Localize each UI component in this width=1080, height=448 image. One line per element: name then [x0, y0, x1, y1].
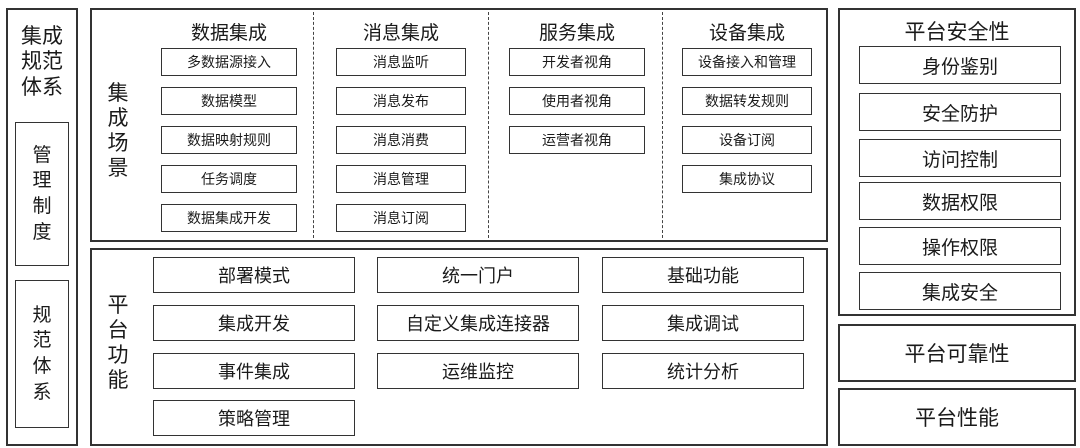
platform-reliability-panel: 平台可靠性 — [838, 324, 1076, 382]
char: 成 — [107, 105, 129, 130]
scene-item: 运营者视角 — [509, 126, 645, 154]
scene-item: 数据映射规则 — [161, 126, 297, 154]
platform-item: 自定义集成连接器 — [377, 305, 579, 341]
management-system-box: 管 理 制 度 — [15, 122, 69, 266]
security-item: 访问控制 — [859, 139, 1061, 177]
scene-item: 消息消费 — [336, 126, 466, 154]
device-integration-heading: 设备集成 — [708, 22, 785, 44]
platform-item: 策略管理 — [153, 400, 355, 436]
service-integration-heading: 服务集成 — [538, 22, 615, 44]
security-item: 身份鉴别 — [859, 46, 1061, 84]
scene-item: 开发者视角 — [509, 48, 645, 76]
integration-scenes-label: 集 成 场 景 — [98, 72, 138, 190]
security-item: 集成安全 — [859, 272, 1061, 310]
char: 能 — [107, 368, 129, 393]
integration-spec-system-panel: 集成 规范 体系 管 理 制 度 规 范 体 系 — [6, 8, 78, 446]
platform-item: 事件集成 — [153, 353, 355, 389]
security-item: 数据权限 — [859, 182, 1061, 220]
security-item: 安全防护 — [859, 93, 1061, 131]
scene-item: 集成协议 — [682, 165, 812, 193]
char: 管 — [32, 143, 52, 166]
char: 理 — [32, 169, 52, 192]
platform-item: 运维监控 — [377, 353, 579, 389]
platform-functions-label: 平 台 功 能 — [98, 284, 138, 402]
platform-item: 统一门户 — [377, 257, 579, 293]
scene-item: 数据集成开发 — [161, 204, 297, 232]
char: 范 — [32, 329, 52, 352]
data-integration-heading: 数据集成 — [190, 22, 267, 44]
char: 规 — [32, 303, 52, 326]
scene-item: 任务调度 — [161, 165, 297, 193]
char: 景 — [107, 156, 129, 181]
char: 体 — [32, 355, 52, 377]
platform-item: 部署模式 — [153, 257, 355, 293]
char: 度 — [32, 220, 52, 243]
char: 集 — [107, 80, 129, 105]
char: 台 — [107, 317, 129, 342]
platform-item: 统计分析 — [602, 353, 804, 389]
scene-item: 数据转发规则 — [682, 87, 812, 115]
column-divider — [662, 12, 663, 238]
column-divider — [488, 12, 489, 238]
scene-item: 数据模型 — [161, 87, 297, 115]
char: 场 — [107, 131, 129, 155]
scene-item: 消息发布 — [336, 87, 466, 115]
platform-item: 集成开发 — [153, 305, 355, 341]
message-integration-heading: 消息集成 — [362, 22, 439, 44]
title-line: 集成 — [21, 24, 63, 49]
platform-item: 基础功能 — [602, 257, 804, 293]
scene-item: 消息订阅 — [336, 204, 466, 232]
scene-item: 消息管理 — [336, 165, 466, 193]
security-item: 操作权限 — [859, 227, 1061, 265]
title-line: 体系 — [21, 74, 63, 99]
platform-item: 集成调试 — [602, 305, 804, 341]
scene-item: 设备订阅 — [682, 126, 812, 154]
platform-functions-panel: 平 台 功 能 部署模式 统一门户 基础功能 集成开发 自定义集成连接器 集成调… — [90, 248, 828, 446]
scene-item: 使用者视角 — [509, 87, 645, 115]
column-divider — [313, 12, 314, 238]
integration-spec-system-title: 集成 规范 体系 — [8, 12, 76, 112]
platform-security-title: 平台安全性 — [904, 20, 1010, 44]
title-line: 规范 — [21, 49, 63, 74]
scene-item: 设备接入和管理 — [682, 48, 812, 76]
char: 制 — [32, 195, 52, 217]
char: 系 — [32, 380, 52, 403]
spec-system-box: 规 范 体 系 — [15, 280, 69, 428]
platform-security-panel: 平台安全性 身份鉴别 安全防护 访问控制 数据权限 操作权限 集成安全 — [838, 8, 1076, 316]
scene-item: 消息监听 — [336, 48, 466, 76]
platform-reliability-title: 平台可靠性 — [904, 342, 1010, 366]
char: 平 — [107, 292, 129, 317]
char: 功 — [107, 343, 129, 367]
integration-scenes-panel: 集 成 场 景 数据集成 多数据源接入 数据模型 数据映射规则 任务调度 数据集… — [90, 8, 828, 242]
platform-performance-title: 平台性能 — [915, 406, 999, 430]
platform-performance-panel: 平台性能 — [838, 388, 1076, 446]
scene-item: 多数据源接入 — [161, 48, 297, 76]
